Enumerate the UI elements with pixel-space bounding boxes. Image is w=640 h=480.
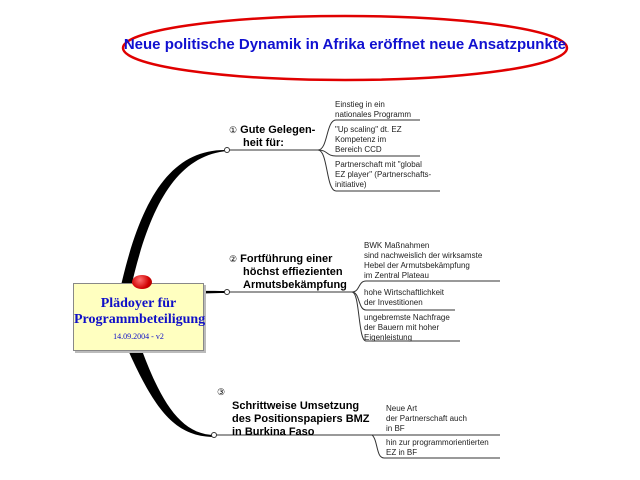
branch-1[interactable]: ① Gute Gelegen- heit für: xyxy=(229,124,315,150)
sub-topic-line: EZ player" (Partnerschafts- xyxy=(335,170,432,179)
sub-topic-line: der Investitionen xyxy=(364,298,423,307)
sub-topic-line: der Bauern mit hoher xyxy=(364,323,440,332)
branch-3[interactable]: ③ Schrittweise Umsetzung des Positionspa… xyxy=(217,386,370,439)
trunk-branch-3 xyxy=(128,345,215,437)
sub-topic-line: "Up scaling" dt. EZ xyxy=(335,125,402,134)
branch-number: ① xyxy=(229,125,238,135)
central-date: 14.09.2004 - v2 xyxy=(113,332,164,341)
branch-label: Armutsbekämpfung xyxy=(243,279,347,291)
sub-topic-line: Hebel der Armutsbekämpfung xyxy=(364,261,470,270)
sub-topic-line: nationales Programm xyxy=(335,110,412,119)
branch-label: Gute Gelegen- xyxy=(240,124,316,136)
central-topic[interactable]: Plädoyer für Programmbeteiligung 14.09.2… xyxy=(73,283,206,351)
sub-topic-line: Eigenleistung xyxy=(364,333,413,342)
sub-topic-line: der Partnerschaft auch xyxy=(386,414,467,423)
sub-topic-line: hohe Wirtschaftlichkeit xyxy=(364,288,445,297)
sub-topic-line: ungebremste Nachfrage xyxy=(364,313,450,322)
trunk-branch-1 xyxy=(120,150,228,292)
sub-topic-line: hin zur programmorientierten xyxy=(386,438,489,447)
sub-topic-line: Einstieg in ein xyxy=(335,100,385,109)
sub-topic-line: Partnerschaft mit "global xyxy=(335,160,422,169)
branch-label: Fortführung einer xyxy=(240,253,333,265)
branch-label: in Burkina Faso xyxy=(232,426,315,438)
branch-number: ② xyxy=(229,254,238,264)
title-oval xyxy=(121,14,569,82)
sub-topic-line: im Zentral Plateau xyxy=(364,271,429,280)
sub-topic-line: sind nachweislich der wirksamste xyxy=(364,251,483,260)
map-title: Neue politische Dynamik in Afrika eröffn… xyxy=(123,36,567,53)
branch-label: höchst effiezienten xyxy=(243,266,343,278)
branch-label: heit für: xyxy=(243,137,284,149)
sub-topic-line: in BF xyxy=(386,424,405,433)
pin-icon xyxy=(132,275,152,289)
sub-topic-line: Neue Art xyxy=(386,404,418,413)
sub-topic-line: EZ in BF xyxy=(386,448,418,457)
sub-topic-line: initiative) xyxy=(335,180,367,189)
central-title-2: Programmbeteiligung xyxy=(74,312,206,327)
branch-2[interactable]: ② Fortführung einer höchst effiezienten … xyxy=(229,253,347,292)
central-title-1: Plädoyer für xyxy=(100,296,177,311)
branch-number: ③ xyxy=(217,387,226,397)
branch-label: Schrittweise Umsetzung xyxy=(232,400,360,412)
sub-topic-line: Bereich CCD xyxy=(335,145,382,154)
sub-topic-line: BWK Maßnahmen xyxy=(364,241,430,250)
sub-topic-line: Kompetenz im xyxy=(335,135,387,144)
branch-label: des Positionspapiers BMZ xyxy=(232,413,370,425)
